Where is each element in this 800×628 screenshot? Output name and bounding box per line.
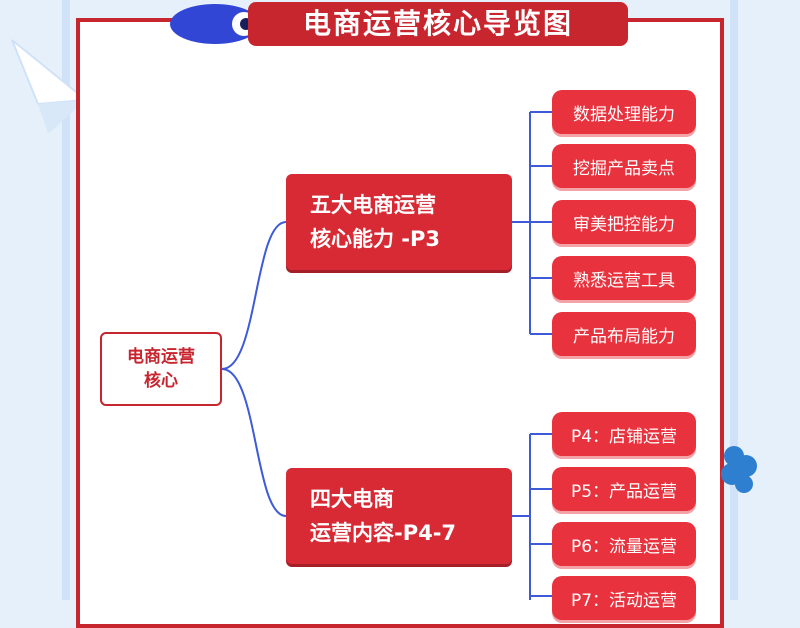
- leaf-node: P4：店铺运营: [552, 412, 696, 456]
- link-branch-2-leaves: [512, 433, 552, 600]
- connector-lines: [221, 111, 552, 600]
- leaf-node: 数据处理能力: [552, 90, 696, 134]
- paper-plane-icon: [11, 39, 88, 134]
- leaf-node: P7：活动运营: [552, 576, 696, 620]
- leaf-node: 产品布局能力: [552, 312, 696, 356]
- title-banner: 电商运营核心导览图: [168, 0, 638, 50]
- left-stripe: [62, 0, 70, 600]
- branch-node-operations-content: 四大电商 运营内容-P4-7: [286, 468, 512, 564]
- leaf-node: 挖掘产品卖点: [552, 144, 696, 188]
- leaf-node: 审美把控能力: [552, 200, 696, 244]
- leaf-node: P5：产品运营: [552, 467, 696, 511]
- leaf-node: 熟悉运营工具: [552, 256, 696, 300]
- leaf-node: P6：流量运营: [552, 522, 696, 566]
- link-root-branch-2: [221, 368, 287, 517]
- link-root-branch-1: [221, 221, 287, 370]
- root-node: 电商运营 核心: [100, 332, 222, 406]
- link-branch-1-leaves: [512, 111, 552, 335]
- right-stripe: [730, 0, 738, 600]
- cloud-icon: [721, 446, 757, 493]
- page-title: 电商运营核心导览图: [248, 2, 628, 46]
- branch-node-core-abilities: 五大电商运营 核心能力 -P3: [286, 174, 512, 270]
